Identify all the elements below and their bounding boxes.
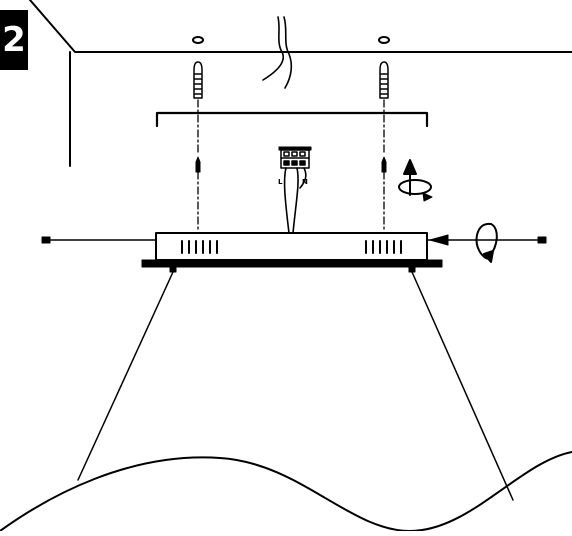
canopy-vents-left: [181, 240, 218, 254]
step-number-badge: 2: [0, 10, 28, 70]
ceiling: [29, 0, 572, 167]
rotate-arrow-side-icon: [475, 222, 498, 263]
live-wire-label: L: [278, 178, 283, 186]
canopy: [141, 232, 443, 268]
suspension-hooks: [169, 266, 416, 273]
side-screw-right: [426, 234, 547, 246]
screw-right: [381, 156, 387, 173]
side-screw-left: [41, 236, 157, 244]
wall-plug-left: [193, 61, 203, 99]
terminal-block: L N: [278, 146, 312, 186]
suspension-wires: [77, 271, 514, 501]
neutral-wire-label: N: [302, 178, 308, 186]
mounting-bracket: [155, 111, 429, 128]
canopy-vents-right: [365, 240, 402, 254]
lamp-cable: [283, 167, 307, 234]
lamp-shade: [0, 451, 572, 532]
screw-left: [195, 156, 201, 173]
alignment-lines: [197, 99, 385, 233]
drill-hole-left: [192, 36, 204, 44]
rotate-arrow-icon: [398, 159, 433, 202]
power-cable: [262, 16, 293, 89]
wall-plug-right: [379, 61, 389, 99]
drill-hole-right: [378, 36, 390, 44]
